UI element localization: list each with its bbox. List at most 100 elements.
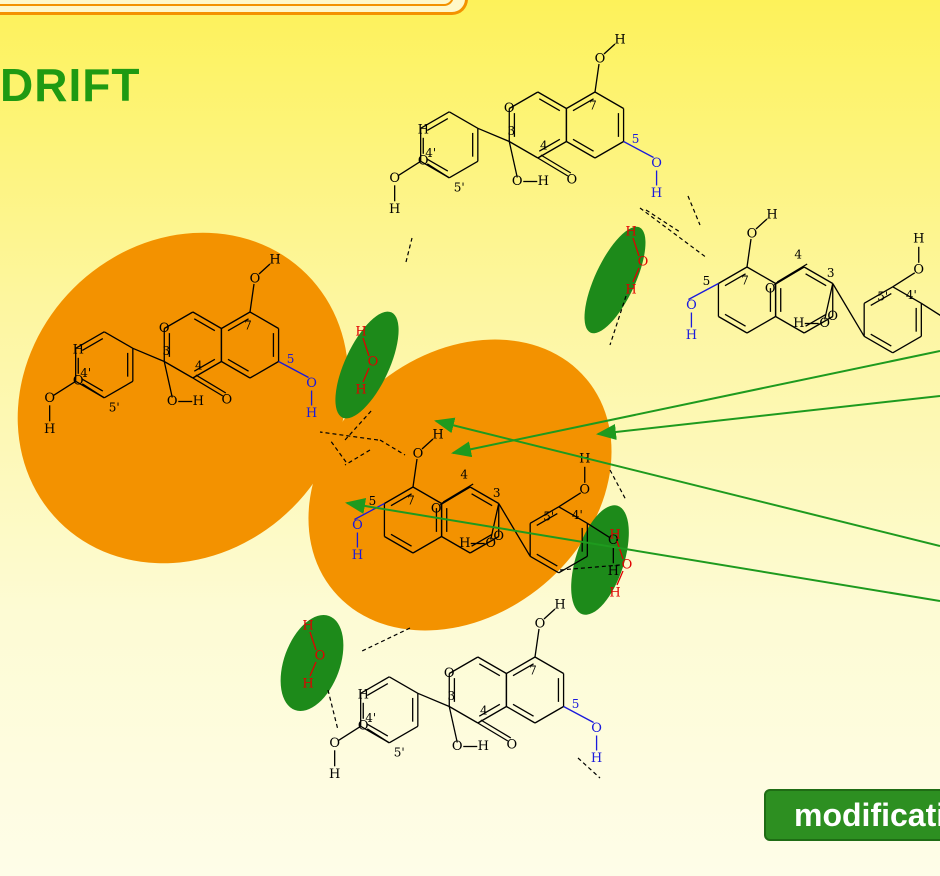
bottom-molecule-ring-bond <box>477 656 507 675</box>
bottom-molecule-c3-oh-bond <box>448 706 458 743</box>
center-molecule-carbonyl-oxygen: O <box>431 502 442 517</box>
right-molecule-b3-hydrogen: H <box>913 231 924 246</box>
right-molecule-ring-bond <box>803 315 834 334</box>
right-molecule-label-3: 3 <box>827 266 835 280</box>
center-molecule-c7-oxygen: O <box>413 447 424 462</box>
right-molecule-b3-oh-bond <box>892 272 916 288</box>
left-molecule-double-bond <box>81 378 104 392</box>
top-molecule-ring-bond <box>594 91 624 110</box>
green-water-region <box>280 615 344 711</box>
hydrogen-bond <box>609 469 627 501</box>
bottom-molecule-ring-bond <box>388 676 419 694</box>
bottom-molecule-carbonyl-oxygen: O <box>507 738 518 753</box>
center-molecule-c5-hydrogen: H <box>352 548 363 563</box>
bottom-molecule-label-4: 4 <box>480 704 488 718</box>
top-molecule-c7-oh-h-bond <box>603 43 616 55</box>
left-molecule-label-3: 3 <box>162 344 170 358</box>
water-left-oh-bond-2 <box>362 367 370 383</box>
top-molecule-c3-hydrogen: H <box>538 174 549 189</box>
center-molecule-c5-oh-bond <box>354 502 385 521</box>
center-molecule-label-3: 3 <box>493 486 501 500</box>
left-molecule-c5-hydrogen: H <box>306 406 317 421</box>
right-molecule-label-5prime: 5' <box>877 289 888 303</box>
right-molecule-label-5: 5 <box>703 274 711 288</box>
bottom-molecule-carbonyl-bond <box>477 722 509 742</box>
water-right-hydrogen-1: H <box>609 528 620 543</box>
right-molecule-double-bond <box>870 293 892 307</box>
left-molecule-ring-bond <box>221 311 251 330</box>
left-molecule-ring-oxygen: O <box>159 321 170 336</box>
hydrogen-bond <box>344 449 371 466</box>
left-molecule-carbonyl-oxygen: O <box>222 393 233 408</box>
right-molecule-ring-bond <box>775 315 805 334</box>
right-molecule-ring-bond <box>892 286 922 304</box>
annotation-arrow <box>451 350 940 458</box>
top-molecule-c7-hydrogen: H <box>614 33 625 48</box>
right-molecule-ring-bond <box>863 335 894 354</box>
water-top-hydrogen-2: H <box>625 283 636 298</box>
right-molecule-ring-bond <box>718 315 748 334</box>
water-bottom-oh-bond-2 <box>309 661 317 677</box>
top-molecule-ring-bond <box>508 140 539 159</box>
top-molecule-ring-bond <box>508 91 539 110</box>
water-top-oh-bond-2 <box>632 267 640 283</box>
bottom-molecule-double-bond <box>478 703 501 717</box>
hydrogen-bond <box>327 689 339 731</box>
left-molecule-c3-oxygen: O <box>167 394 178 409</box>
top-molecule-c7-oh-bond <box>594 63 600 93</box>
bottom-molecule-ring-bond <box>388 725 419 744</box>
left-molecule-c5-oxygen: O <box>306 376 317 391</box>
right-molecule-b3-oxygen: O <box>913 262 924 277</box>
top-molecule-b4-oh-bond <box>398 160 422 176</box>
bottom-molecule-ring-bond <box>534 705 564 724</box>
top-molecule-c3-oxygen: O <box>512 174 523 189</box>
bottom-molecule-double-bond <box>512 663 534 677</box>
center-molecule-double-bond <box>536 553 558 567</box>
center-molecule-c3-oh-bond <box>490 503 500 540</box>
left-molecule-b4-oxygen: O <box>44 391 55 406</box>
bottom-molecule-b3-hydrogen: H <box>358 687 369 702</box>
left-molecule-c7-oxygen: O <box>250 272 261 287</box>
right-molecule-double-bond <box>724 313 746 327</box>
top-molecule-ring-bond <box>420 111 450 129</box>
top-molecule-ring-link-bond <box>477 127 510 143</box>
water-bottom-hydrogen-2: H <box>302 677 313 692</box>
top-molecule-b4-oxygen: O <box>389 171 400 186</box>
center-molecule-label-7: 7 <box>407 494 415 508</box>
bottom-molecule-c7-oxygen: O <box>535 617 546 632</box>
center-molecule-ring-bond <box>412 535 442 554</box>
green-water-region <box>335 311 399 419</box>
top-molecule-label-4prime: 4' <box>425 146 436 160</box>
bottom-molecule-c7-oh-bond <box>534 628 540 658</box>
left-molecule-ring-link-bond <box>132 347 165 363</box>
top-molecule-label-7: 7 <box>589 99 597 113</box>
center-molecule-carbonyl-bond <box>439 486 471 506</box>
slide-title: DRIFT <box>0 59 141 111</box>
hydrogen-bond <box>405 237 413 263</box>
left-molecule-b4-hydrogen: H <box>44 422 55 437</box>
right-molecule-double-bond <box>724 273 746 287</box>
right-molecule-double-bond <box>870 333 892 347</box>
top-molecule-label-5: 5 <box>632 132 640 146</box>
right-molecule-ring-bond <box>746 315 776 334</box>
top-molecule-double-bond <box>426 158 449 172</box>
right-molecule-double-bond <box>805 313 827 327</box>
water-top-oxygen: O <box>638 255 649 270</box>
left-molecule-label-5: 5 <box>287 352 295 366</box>
center-molecule-double-bond <box>471 533 493 547</box>
left-molecule-label-5prime: 5' <box>109 400 120 414</box>
bottom-molecule-b3-oh-bond <box>366 728 390 744</box>
bottom-molecule-double-bond <box>366 683 389 697</box>
hydrogen-bond <box>319 431 379 441</box>
modifications-button[interactable]: modifications <box>764 789 940 841</box>
right-molecule-c7-oxygen: O <box>747 227 758 242</box>
right-molecule-carbonyl-bond <box>773 266 805 286</box>
hydrogen-bond <box>559 564 621 571</box>
right-molecule-ring-bond <box>803 266 834 285</box>
orange-highlight-region <box>308 339 612 631</box>
right-molecule-c5-hydrogen: H <box>686 328 697 343</box>
left-molecule-ring-bond <box>192 360 222 379</box>
top-molecule-carbonyl-bond <box>537 157 569 177</box>
top-molecule-ring-bond <box>594 140 624 159</box>
